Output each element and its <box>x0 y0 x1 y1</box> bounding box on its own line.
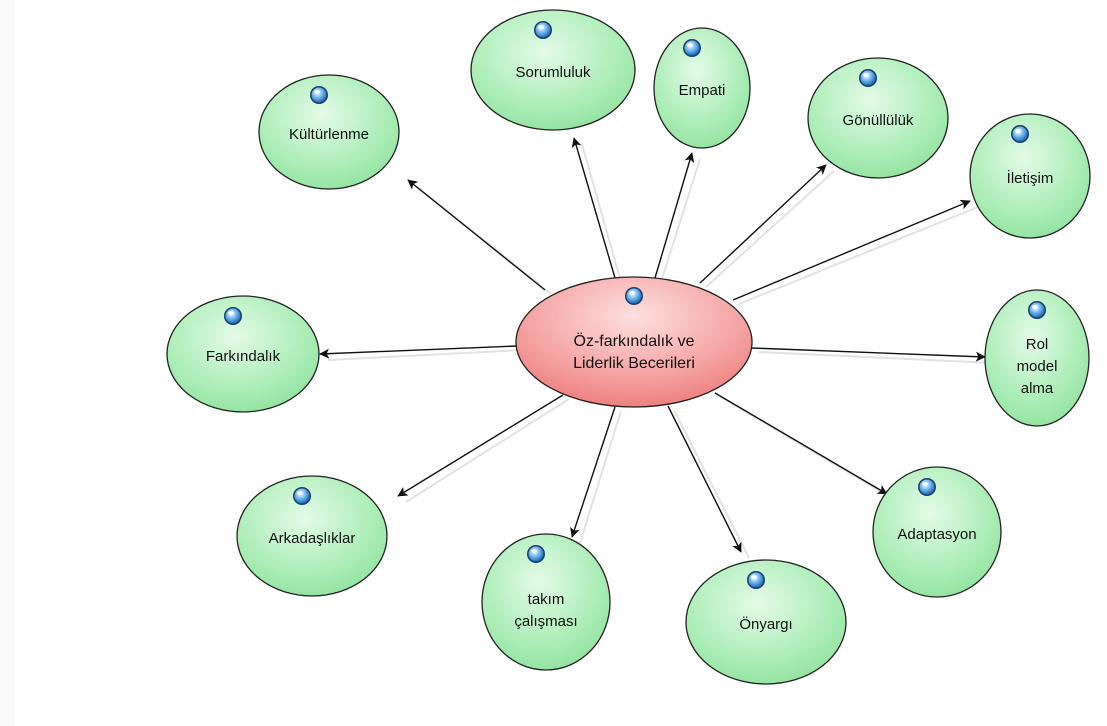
node-arkadasliklar[interactable]: Arkadaşlıklar <box>236 475 388 597</box>
blue-sphere-icon <box>683 39 701 57</box>
arrow-arkadasliklar <box>397 394 564 497</box>
node-label-rol-model-alma: alma <box>1021 380 1054 397</box>
node-ellipse <box>166 295 320 413</box>
arrow-rol-model-alma <box>751 347 986 362</box>
node-ellipse <box>653 27 751 149</box>
node-label-rol-model-alma: Rol <box>1026 336 1049 353</box>
arrow-shadow-sorumluluk <box>581 143 622 283</box>
arrow-gonulluluk <box>699 164 827 284</box>
node-label-empati: Empati <box>679 82 726 99</box>
arrow-kulturlenme <box>407 179 546 291</box>
node-label-rol-model-alma: model <box>1017 358 1058 375</box>
arrow-shadow-iletisim <box>738 206 979 305</box>
arrow-shadow-gonulluluk <box>705 170 835 288</box>
node-gonulluluk[interactable]: Gönüllülük <box>807 57 949 179</box>
blue-sphere-icon <box>1028 301 1046 319</box>
node-rol-model-alma[interactable]: Rol model alma <box>984 289 1090 427</box>
blue-sphere-icon <box>918 478 936 496</box>
node-iletisim[interactable]: İletişim <box>969 113 1091 239</box>
node-ellipse <box>258 74 400 190</box>
arrow-onyargi <box>667 405 742 553</box>
blue-sphere-icon <box>534 21 552 39</box>
node-adaptasyon[interactable]: Adaptasyon <box>872 466 1002 598</box>
node-label-takim-calismasi: takım <box>528 591 565 608</box>
node-empati[interactable]: Empati <box>653 27 751 149</box>
node-label-kulturlenme: Kültürlenme <box>289 126 369 143</box>
blue-sphere-icon <box>859 69 877 87</box>
blue-sphere-icon <box>527 545 545 563</box>
node-ellipse <box>969 113 1091 239</box>
blue-sphere-icon <box>224 307 242 325</box>
arrow-shadow-takim-calismasi <box>579 410 622 544</box>
arrow-shadow-farkindalik <box>327 349 524 361</box>
arrow-farkindalik <box>319 345 518 359</box>
node-ellipse <box>807 57 949 179</box>
node-ellipse <box>984 289 1090 427</box>
arrow-shadow-empati <box>660 158 701 283</box>
blue-sphere-icon <box>310 86 328 104</box>
node-ellipse <box>236 475 388 597</box>
arrow-iletisim <box>732 199 971 301</box>
edges <box>319 137 994 559</box>
blue-sphere-icon <box>625 287 643 305</box>
node-farkindalik[interactable]: Farkındalık <box>166 295 320 413</box>
node-ellipse <box>872 466 1002 598</box>
arrow-shadow-arkadasliklar <box>405 398 570 503</box>
node-ellipse <box>481 533 611 671</box>
arrow-shadow-rol-model-alma <box>757 351 994 364</box>
center-label: Öz-farkındalık ve <box>574 332 695 350</box>
blue-sphere-icon <box>293 487 311 505</box>
node-label-takim-calismasi: çalışması <box>514 613 577 630</box>
arrow-adaptasyon <box>714 392 888 495</box>
blue-sphere-icon <box>747 571 765 589</box>
arrow-empati <box>654 152 695 279</box>
node-kulturlenme[interactable]: Kültürlenme <box>258 74 400 190</box>
node-label-onyargi: Önyargı <box>739 615 792 633</box>
node-onyargi[interactable]: Önyargı <box>685 559 847 685</box>
node-label-gonulluluk: Gönüllülük <box>843 112 914 129</box>
node-ellipse <box>685 559 847 685</box>
arrow-shadow-onyargi <box>673 409 750 559</box>
center-ellipse <box>515 276 753 408</box>
arrow-sorumluluk <box>571 137 616 279</box>
watermark-bar <box>0 0 14 726</box>
node-label-farkindalik: Farkındalık <box>206 348 281 365</box>
node-takim-calismasi[interactable]: takım çalışması <box>481 533 611 671</box>
center-node[interactable]: Öz-farkındalık ve Liderlik Becerileri <box>515 276 753 408</box>
center-label: Liderlik Becerileri <box>573 355 695 372</box>
node-label-arkadasliklar: Arkadaşlıklar <box>269 530 356 547</box>
blue-sphere-icon <box>1011 125 1029 143</box>
node-sorumluluk[interactable]: Sorumluluk <box>470 9 636 131</box>
node-ellipse <box>470 9 636 131</box>
arrow-takim-calismasi <box>570 406 616 538</box>
node-label-iletisim: İletişim <box>1007 169 1054 187</box>
node-label-sorumluluk: Sorumluluk <box>515 64 591 81</box>
node-label-adaptasyon: Adaptasyon <box>897 526 976 543</box>
